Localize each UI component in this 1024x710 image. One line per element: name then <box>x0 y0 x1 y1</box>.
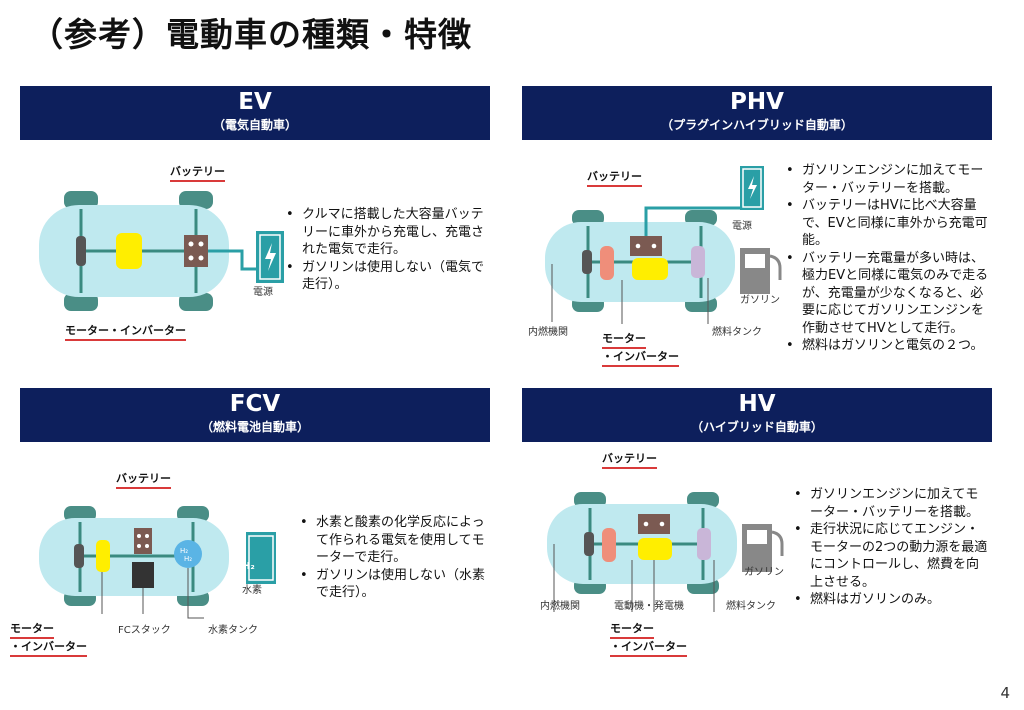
fcv-panel: FCV （燃料電池自動車） H₂ H₂ バッテリー H₂ 水素 <box>10 388 490 693</box>
differential-icon <box>74 544 84 568</box>
phv-panel: PHV （プラグインハイブリッド自動車） <box>522 86 992 391</box>
list-item: ガソリンエンジンに加えてモーター・バッテリーを搭載。 <box>792 486 988 521</box>
phv-power-source-label: 電源 <box>732 221 752 232</box>
fcv-hydrogen-label: 水素 <box>242 585 262 596</box>
lightning-icon <box>748 176 757 199</box>
tire-icon <box>179 293 213 311</box>
phv-ice-label: 内燃機関 <box>528 327 568 338</box>
phv-motor-label: モーター <box>602 332 646 349</box>
battery-icon <box>134 528 152 554</box>
gas-pump-icon <box>740 248 782 294</box>
list-item: バッテリーはHVに比べ大容量で、EVと同様に車外から充電可能。 <box>784 197 990 250</box>
tire-icon <box>64 293 98 311</box>
charger-icon <box>740 166 764 210</box>
ev-motor-inverter-label: モーター・インバーター <box>65 324 186 341</box>
differential-icon <box>584 532 594 556</box>
phv-inverter-label: ・インバーター <box>602 350 679 367</box>
fcv-fc-stack-label: FCスタック <box>118 625 171 636</box>
list-item: 走行状況に応じてエンジン・モーターの2つの動力源を最適にコントロールし、燃費を向… <box>792 521 988 591</box>
tire-icon <box>179 191 213 209</box>
hv-motor-label: モーター <box>610 622 654 639</box>
ev-panel: EV （電気自動車） バッテリー モーター・インバーター 電源 <box>20 86 490 391</box>
hv-inverter-label: ・インバーター <box>610 640 687 657</box>
ev-bullets: クルマに搭載した大容量バッテリーに車外から充電し、充電された電気で走行。 ガソリ… <box>284 206 484 294</box>
fcv-motor-label: モーター <box>10 622 54 639</box>
list-item: 燃料はガソリンのみ。 <box>792 591 988 609</box>
page-number: 4 <box>1000 684 1010 702</box>
list-item: 燃料はガソリンと電気の２つ。 <box>784 337 990 355</box>
motor-icon <box>116 233 142 269</box>
fcv-subtitle: （燃料電池自動車） <box>200 420 309 434</box>
list-item: ガソリンは使用しない（水素で走行）。 <box>298 567 488 602</box>
fcv-battery-label: バッテリー <box>116 472 171 489</box>
slide-title: （参考）電動車の種類・特徴 <box>30 15 472 54</box>
hv-subtitle: （ハイブリッド自動車） <box>691 420 823 434</box>
hv-fuel-tank-label: 燃料タンク <box>726 601 776 612</box>
hv-diagram <box>547 492 784 612</box>
fcv-h2-tank-label: 水素タンク <box>208 625 258 636</box>
phv-fuel-tank-label: 燃料タンク <box>712 327 762 338</box>
fuel-tank-icon <box>691 246 705 278</box>
phv-battery-label: バッテリー <box>587 170 642 187</box>
fcv-header: FCV （燃料電池自動車） <box>20 388 490 442</box>
hv-bullets: ガソリンエンジンに加えてモーター・バッテリーを搭載。 走行状況に応じてエンジン・… <box>792 486 988 609</box>
fcv-inverter-label: ・インバーター <box>10 640 87 657</box>
battery-icon <box>638 514 670 534</box>
ev-battery-label: バッテリー <box>170 165 225 182</box>
hv-gasoline-label: ガソリン <box>744 567 784 578</box>
phv-bullets: ガソリンエンジンに加えてモーター・バッテリーを搭載。 バッテリーはHVに比べ大容… <box>784 162 990 355</box>
list-item: ガソリンは使用しない（電気で走行）。 <box>284 259 484 294</box>
hv-header: HV （ハイブリッド自動車） <box>522 388 992 442</box>
h2-tank-icon: H₂ H₂ <box>174 540 202 568</box>
motor-icon <box>632 258 668 280</box>
hv-panel: HV （ハイブリッド自動車） バッテリー ガソリン 内燃機関 電動機・発電機 燃… <box>522 388 992 693</box>
phv-header: PHV （プラグインハイブリッド自動車） <box>522 86 992 140</box>
fuel-tank-icon <box>697 528 711 560</box>
hydrogen-station-icon <box>246 532 276 584</box>
ev-power-source-label: 電源 <box>253 287 273 298</box>
ev-title: EV <box>238 89 272 115</box>
ev-header: EV （電気自動車） <box>20 86 490 140</box>
ev-diagram <box>39 191 284 311</box>
svg-text:H₂: H₂ <box>184 555 192 563</box>
phv-title: PHV <box>730 89 784 115</box>
lightning-icon <box>265 243 276 271</box>
differential-icon <box>582 250 592 274</box>
battery-icon <box>184 235 208 267</box>
charger-icon <box>256 231 284 283</box>
tire-icon <box>64 191 98 209</box>
list-item: バッテリー充電量が多い時は、極力EVと同様に電気のみで走るが、充電量が少なくなる… <box>784 250 990 338</box>
fcv-diagram: H₂ H₂ <box>39 506 276 619</box>
list-item: クルマに搭載した大容量バッテリーに車外から充電し、充電された電気で走行。 <box>284 206 484 259</box>
gas-pump-icon <box>742 524 784 572</box>
motor-icon <box>638 538 672 560</box>
phv-subtitle: （プラグインハイブリッド自動車） <box>661 118 853 132</box>
fcv-bullets: 水素と酸素の化学反応によって作られる電気を使用してモーターで走行。 ガソリンは使… <box>298 514 488 602</box>
phv-diagram <box>545 166 782 324</box>
ev-subtitle: （電気自動車） <box>212 118 297 132</box>
engine-icon <box>600 246 614 280</box>
phv-gasoline-label: ガソリン <box>740 295 780 306</box>
hv-battery-label: バッテリー <box>602 452 657 469</box>
engine-icon <box>602 528 616 562</box>
svg-text:H₂: H₂ <box>180 547 188 555</box>
fc-stack-icon <box>132 562 154 588</box>
motor-icon <box>96 540 110 572</box>
hv-motor-generator-label: 電動機・発電機 <box>614 601 684 612</box>
fcv-title: FCV <box>229 391 281 417</box>
differential-icon <box>76 236 86 266</box>
list-item: 水素と酸素の化学反応によって作られる電気を使用してモーターで走行。 <box>298 514 488 567</box>
hv-title: HV <box>738 391 776 417</box>
fcv-h2-label: H₂ <box>242 561 255 572</box>
list-item: ガソリンエンジンに加えてモーター・バッテリーを搭載。 <box>784 162 990 197</box>
hv-ice-label: 内燃機関 <box>540 601 580 612</box>
battery-icon <box>630 236 662 256</box>
